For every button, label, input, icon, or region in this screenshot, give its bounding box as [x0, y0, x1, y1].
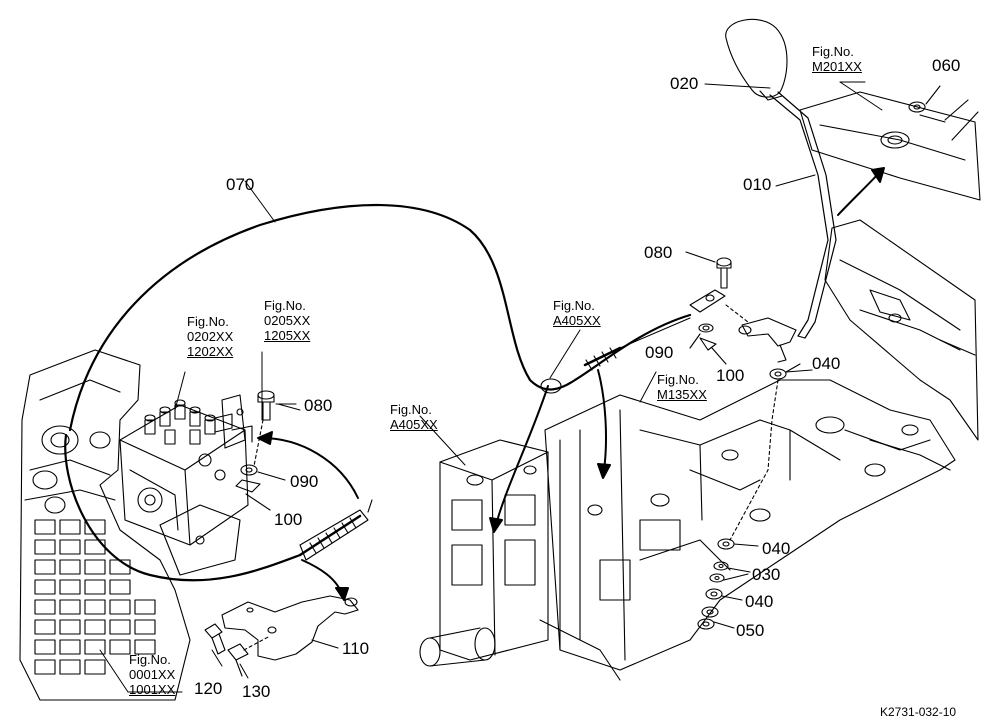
leader-lines [100, 82, 882, 692]
pump-lever-bracket [215, 395, 252, 448]
part-label-090-right: 090 [645, 343, 674, 362]
figref-a405-top-code: A405XX [553, 313, 601, 328]
part-label-080-left: 080 [304, 396, 333, 415]
assembly-arrows [258, 168, 884, 600]
lever-link [690, 290, 748, 322]
figref-m201[interactable]: Fig.No. M201XX [812, 44, 862, 74]
figref-a405-left[interactable]: Fig.No. A405XX [390, 402, 438, 432]
figref-a405-top-label: Fig.No. [553, 298, 595, 313]
part-label-120: 120 [194, 679, 223, 698]
bolt-080-left [254, 391, 296, 466]
figref-0001[interactable]: Fig.No. 0001XX 1001XX [129, 652, 175, 697]
drawing-code: K2731-032-10 [880, 705, 957, 719]
figref-0202-code1: 0202XX [187, 329, 234, 344]
part-label-070: 070 [226, 175, 255, 194]
throttle-cable-070 [65, 205, 690, 580]
injection-pump [120, 400, 248, 575]
part-label-020: 020 [670, 74, 699, 93]
part-label-040-bottom: 040 [745, 592, 774, 611]
figref-0205-label: Fig.No. [264, 298, 306, 313]
figref-0205-code2: 1205XX [264, 328, 311, 343]
part-label-080-right: 080 [644, 243, 673, 262]
bolt-120 [205, 624, 225, 654]
figref-0202-label: Fig.No. [187, 314, 229, 329]
part-label-100-left: 100 [274, 510, 303, 529]
pin-100-left [236, 480, 270, 510]
panel-m201 [800, 92, 980, 200]
figref-0001-code2: 1001XX [129, 682, 176, 697]
figref-a405-left-code: A405XX [390, 417, 438, 432]
figref-0001-label: Fig.No. [129, 652, 171, 667]
figref-0202-code2: 1202XX [187, 344, 234, 359]
washer-060 [909, 86, 940, 112]
bolt-080-right [686, 252, 731, 288]
gear-knob-020 [726, 19, 787, 100]
engine-block [20, 350, 190, 700]
bolt-130 [228, 636, 270, 676]
washer-090-right [690, 324, 713, 348]
part-label-030: 030 [752, 565, 781, 584]
figref-m135-label: Fig.No. [657, 372, 699, 387]
figref-a405-top[interactable]: Fig.No. A405XX [553, 298, 601, 328]
figref-m201-label: Fig.No. [812, 44, 854, 59]
figref-m135-code: M135XX [657, 387, 707, 402]
gear-lever-010 [739, 92, 836, 362]
part-label-110: 110 [342, 639, 370, 658]
figref-m135[interactable]: Fig.No. M135XX [657, 372, 707, 402]
figref-0202[interactable]: Fig.No. 0202XX 1202XX [187, 314, 233, 359]
part-label-040-mid: 040 [762, 539, 791, 558]
bracket-110 [222, 596, 358, 660]
part-label-130: 130 [242, 682, 271, 701]
floor-panel [825, 220, 978, 440]
frame-a405 [420, 440, 548, 666]
pin-100-right [700, 338, 726, 364]
washer-040-top [730, 364, 800, 540]
figref-0001-code1: 0001XX [129, 667, 176, 682]
part-label-010: 010 [743, 175, 772, 194]
part-label-040-top: 040 [812, 354, 841, 373]
part-label-100-right: 100 [716, 366, 745, 385]
part-label-050: 050 [736, 621, 765, 640]
figref-m201-code: M201XX [812, 59, 862, 74]
washer-stack [698, 539, 758, 629]
part-label-060: 060 [932, 56, 961, 75]
figref-a405-left-label: Fig.No. [390, 402, 432, 417]
figref-0205-code1: 0205XX [264, 313, 311, 328]
part-label-090-left: 090 [290, 472, 319, 491]
washer-090-left [241, 465, 285, 480]
frame-m135 [540, 380, 955, 680]
figref-0205[interactable]: Fig.No. 0205XX 1205XX [264, 298, 310, 343]
